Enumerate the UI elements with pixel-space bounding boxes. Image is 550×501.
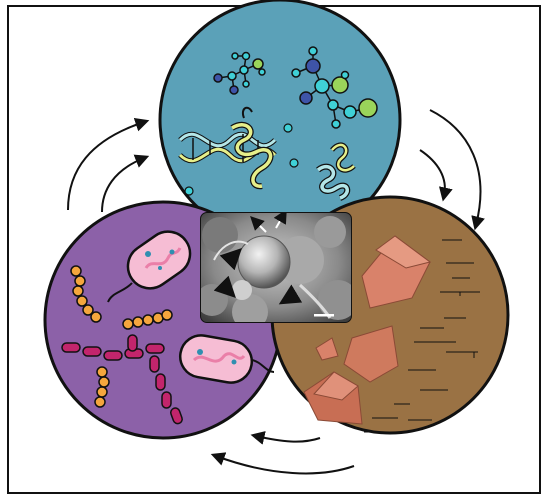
cycle-arrows bbox=[67, 109, 485, 475]
streptococcus-chain-icon bbox=[94, 366, 110, 408]
arrow-left-inner bbox=[101, 154, 150, 213]
small-molecule-icon bbox=[213, 51, 266, 95]
molecule-dots bbox=[184, 123, 299, 196]
crystal-icon bbox=[303, 325, 399, 425]
streptococcus-chain-icon bbox=[122, 309, 173, 330]
sem-micrograph bbox=[200, 212, 352, 323]
alpha-helix-icon bbox=[316, 142, 356, 201]
sediment-lines bbox=[364, 239, 480, 433]
bacterium-icon bbox=[107, 230, 192, 303]
bacterium-icon bbox=[178, 334, 275, 384]
filament-chain-icon bbox=[61, 334, 183, 425]
arrow-top-right-inner bbox=[419, 149, 453, 202]
arrow-bottom-outer bbox=[210, 452, 355, 475]
streptococcus-chain-icon bbox=[70, 265, 102, 323]
arrow-top-right-outer bbox=[429, 109, 485, 231]
alpha-helix-icon bbox=[230, 106, 274, 190]
crystal-icon bbox=[361, 235, 432, 309]
arrow-left-outer bbox=[67, 118, 150, 211]
molecule-network-icon bbox=[291, 46, 378, 129]
arrow-bottom-inner bbox=[250, 431, 321, 445]
